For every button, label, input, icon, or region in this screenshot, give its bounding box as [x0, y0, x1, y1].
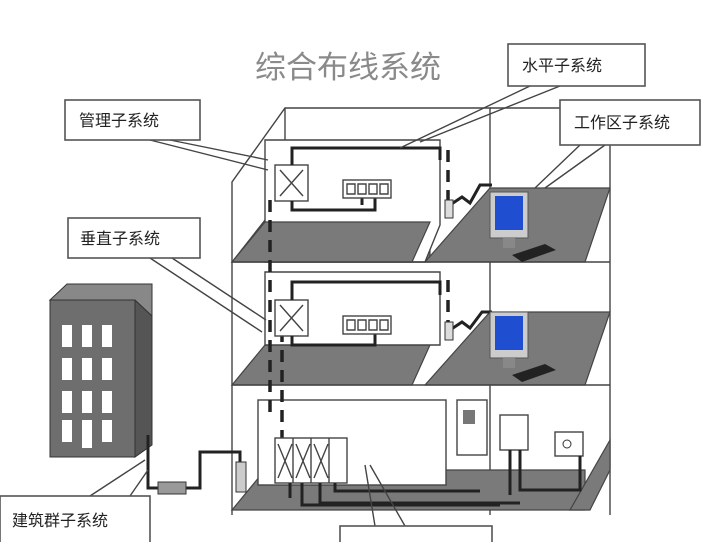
- floor-2: [230, 344, 431, 386]
- workstation-computer-3: [489, 191, 556, 262]
- management-cabinet-3: [274, 164, 309, 202]
- callout-horizontal-subsystem: 水平子系统: [399, 43, 646, 149]
- telephone-switch: [499, 414, 529, 451]
- campus-cable: [146, 435, 242, 490]
- patch-panel-2: [342, 315, 392, 335]
- label-horizontal-subsystem: 水平子系统: [522, 56, 602, 75]
- workstation-computer-2: [489, 311, 556, 382]
- equipment-cabinet: [456, 399, 488, 456]
- diagram-title: 综合布线系统: [255, 50, 441, 86]
- label-management-subsystem: 管理子系统: [79, 111, 159, 130]
- campus-building: [48, 283, 153, 458]
- label-work-area-subsystem: 工作区子系统: [574, 113, 670, 132]
- callout-vertical-subsystem: 垂直子系统: [67, 217, 267, 333]
- callout-equipment-room-cutoff: [339, 464, 493, 542]
- patch-panel-3: [342, 179, 392, 199]
- callout-management-subsystem: 管理子系统: [64, 99, 269, 171]
- cable-splice: [157, 481, 187, 495]
- label-vertical-subsystem: 垂直子系统: [80, 229, 160, 248]
- management-cabinet-2: [274, 299, 309, 337]
- main-distribution-frame: [274, 437, 348, 484]
- callout-work-area-subsystem: 工作区子系统: [534, 99, 701, 189]
- outlet-box: [554, 431, 584, 457]
- callout-campus-subsystem: 建筑群子系统: [0, 459, 151, 542]
- label-campus-subsystem: 建筑群子系统: [12, 511, 108, 530]
